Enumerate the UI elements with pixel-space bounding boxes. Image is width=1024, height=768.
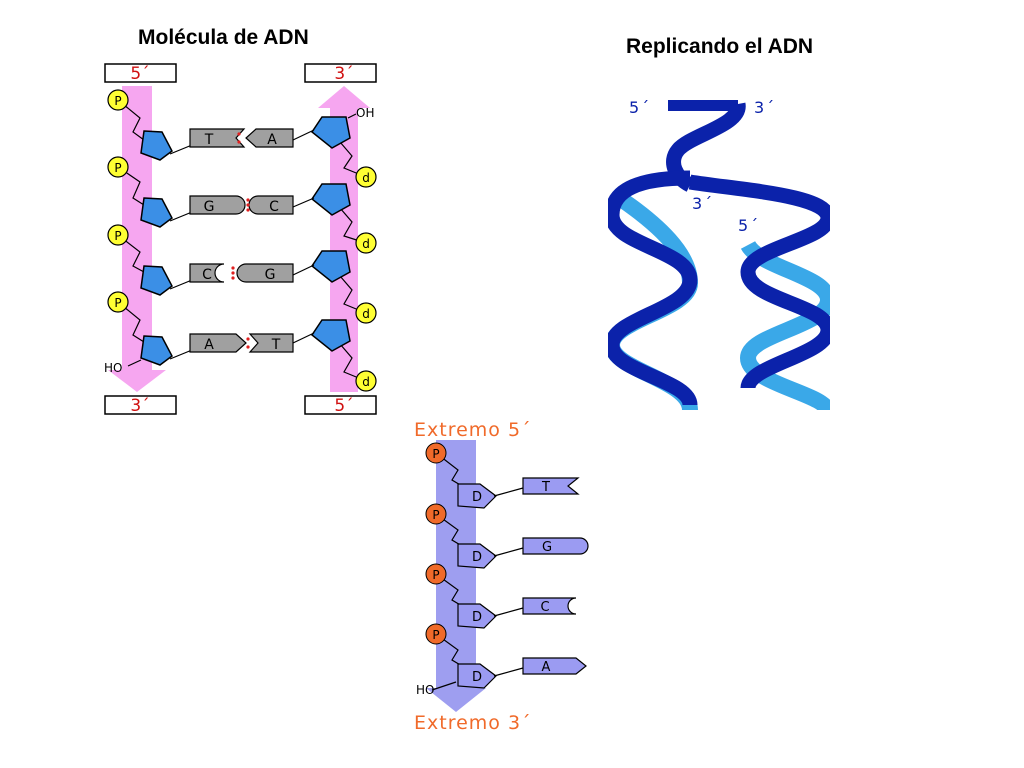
svg-text:D: D — [472, 490, 482, 505]
deoxyribose-d-icon: d — [355, 370, 377, 392]
base-letter: T — [271, 337, 281, 353]
svg-text:P: P — [114, 229, 121, 243]
base-icon — [522, 657, 587, 675]
svg-text:P: P — [432, 568, 439, 582]
sugar-d-icon — [457, 603, 497, 629]
base-letter: A — [204, 337, 214, 353]
base-icon — [245, 128, 294, 148]
svg-text:d: d — [362, 307, 370, 321]
nucleotide-3: D C — [457, 597, 577, 629]
deoxyribose-d-icon: d — [355, 232, 377, 254]
parent-strand-right — [688, 174, 830, 391]
phosphate-icon: P — [425, 623, 447, 645]
right-top-label: 3´ — [334, 64, 353, 84]
phosphate-icon: P — [425, 503, 447, 525]
sugar-icon — [140, 197, 173, 228]
left-bottom-label: 3´ — [130, 396, 149, 416]
svg-text:d: d — [362, 171, 370, 185]
helix-label-3-mid: 3´ — [692, 194, 714, 213]
base-icon — [248, 333, 294, 353]
svg-text:D: D — [472, 550, 482, 565]
base-letter: T — [541, 480, 550, 495]
left-top-label-box — [104, 63, 177, 83]
base-icon — [189, 128, 246, 148]
right-bottom-label: 5´ — [334, 396, 353, 416]
nucleotide-2: D G — [457, 537, 589, 569]
phosphate-icon: P — [107, 156, 129, 178]
base-letter: T — [204, 132, 214, 148]
svg-text:P: P — [114, 161, 121, 175]
extremo-5-label: Extremo 5´ — [414, 419, 532, 441]
phosphate-icon: P — [107, 89, 129, 111]
svg-text:P: P — [114, 94, 121, 108]
replication-helix: 5´ 3´ 3´ 5´ — [608, 98, 830, 410]
base-letter: A — [267, 132, 277, 148]
sugar-d-icon — [457, 483, 497, 509]
base-icon — [189, 195, 246, 215]
svg-text:P: P — [432, 447, 439, 461]
parent-strand-left — [608, 170, 698, 407]
base-icon — [236, 263, 294, 283]
oh-label: OH — [356, 106, 374, 120]
base-icon — [522, 537, 589, 555]
helix-label-3-top: 3´ — [754, 98, 776, 117]
base-icon — [248, 195, 294, 215]
new-strand-right — [739, 240, 830, 410]
left-top-label: 5´ — [130, 64, 149, 84]
svg-text:D: D — [472, 610, 482, 625]
svg-text:D: D — [472, 670, 482, 685]
sugar-icon — [140, 130, 173, 161]
base-pair-2: G C — [189, 195, 294, 215]
base-letter: A — [542, 660, 551, 675]
base-icon — [189, 263, 225, 283]
base-letter: C — [540, 600, 549, 615]
base-icon — [522, 597, 577, 615]
base-pair-3: C G — [189, 263, 294, 283]
phosphate-icon: P — [107, 291, 129, 313]
sugar-icon — [140, 265, 173, 296]
ho-label: HO — [104, 361, 122, 375]
deoxyribose-d-icon: d — [355, 166, 377, 188]
extremo-3-label: Extremo 3´ — [414, 712, 532, 734]
single-strand-diagram: Extremo 5´ Extremo 3´ D T D G D — [414, 419, 589, 734]
base-letter: C — [202, 267, 212, 283]
right-top-label-box — [304, 63, 377, 83]
svg-text:d: d — [362, 237, 370, 251]
svg-text:P: P — [114, 296, 121, 310]
replication-title: Replicando el ADN — [626, 35, 814, 58]
dna-molecule-diagram: 5´ 3´ 3´ 5´ — [104, 63, 377, 416]
base-pair-4: A T — [189, 333, 294, 353]
sugar-d-icon — [457, 543, 497, 569]
helix-label-5-top: 5´ — [629, 98, 651, 117]
base-letter: G — [542, 540, 552, 555]
svg-text:P: P — [432, 508, 439, 522]
nucleotide-4: D A — [457, 657, 587, 689]
sugar-icon — [140, 335, 173, 366]
phosphate-icon: P — [425, 563, 447, 585]
base-pair-1: T A — [189, 128, 294, 148]
helix-label-5-mid: 5´ — [738, 216, 760, 235]
molecule-title: Molécula de ADN — [138, 26, 309, 49]
ho-label: HO — [416, 683, 434, 697]
base-icon — [189, 333, 247, 353]
base-letter: G — [204, 199, 215, 215]
left-bottom-label-box — [104, 395, 177, 415]
sugar-icon — [310, 183, 351, 216]
base-letter: C — [269, 199, 279, 215]
base-letter: G — [265, 267, 276, 283]
sugar-d-icon — [457, 663, 497, 689]
svg-text:d: d — [362, 375, 370, 389]
phosphate-icon: P — [425, 442, 447, 464]
phosphate-icon: P — [107, 224, 129, 246]
svg-text:P: P — [432, 628, 439, 642]
deoxyribose-d-icon: d — [355, 302, 377, 324]
right-bottom-label-box — [304, 395, 377, 415]
sugar-icon — [310, 250, 351, 283]
base-icon — [522, 477, 580, 495]
nucleotide-1: D T — [457, 477, 580, 509]
